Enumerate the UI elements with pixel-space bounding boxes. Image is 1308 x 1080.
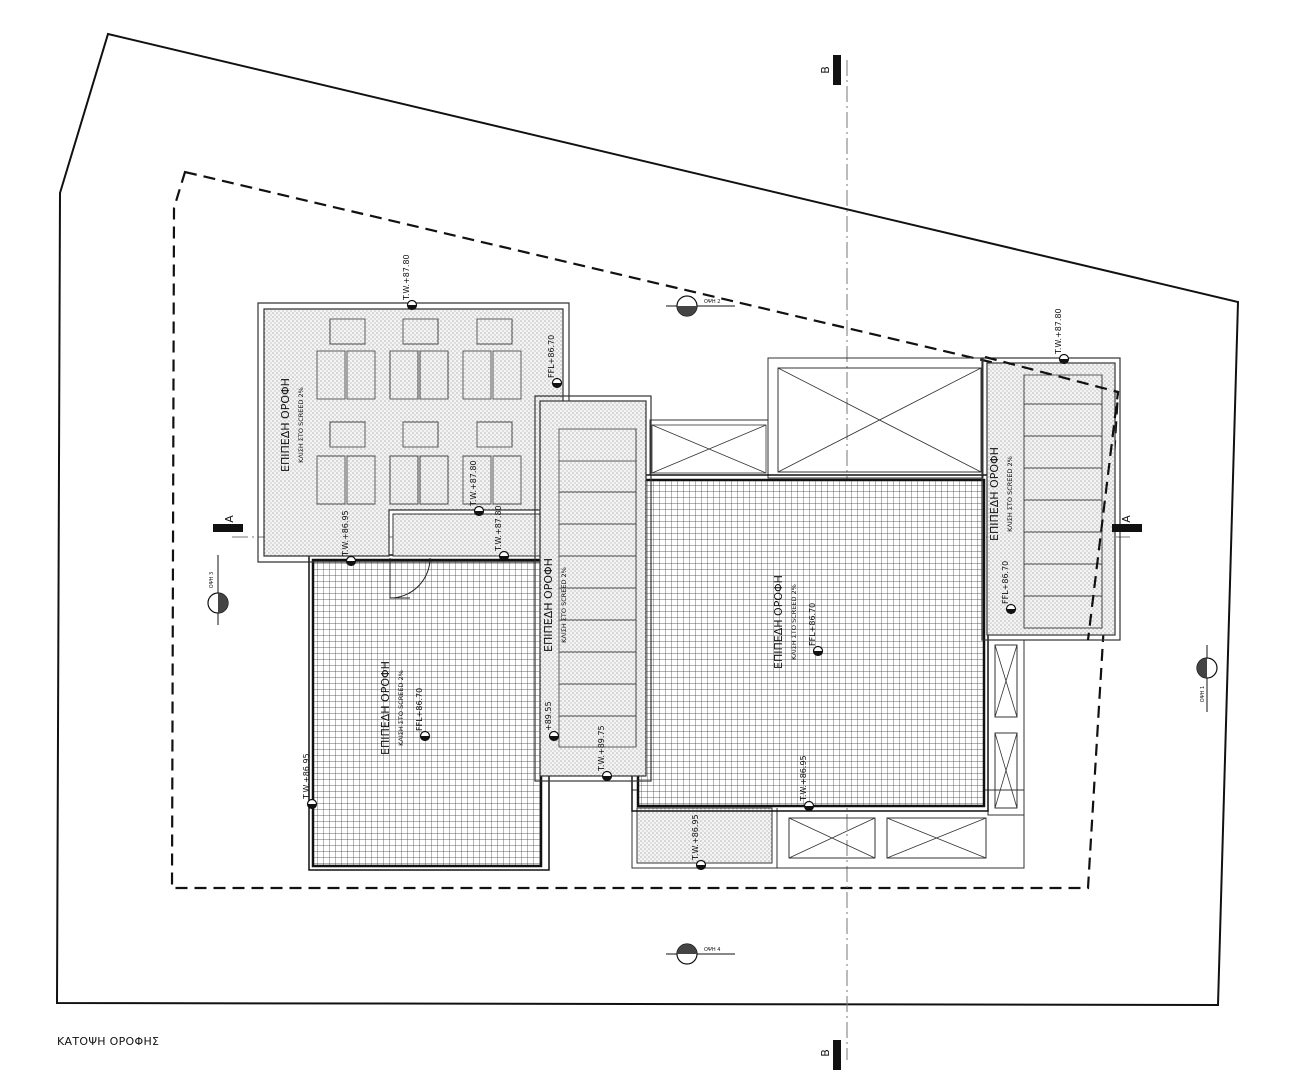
level-marker: FFL+86.70 — [1001, 561, 1017, 615]
void-box-right-1 — [994, 644, 1018, 718]
roof-strip-right — [986, 362, 1116, 636]
view-marker-4: ΟΨΗ 4 — [666, 943, 735, 965]
svg-text:T.W.+86.95: T.W.+86.95 — [799, 755, 808, 802]
svg-text:+89.55: +89.55 — [544, 701, 553, 731]
roof-strip-middle-outer — [534, 395, 652, 782]
level-marker: +89.55 — [544, 701, 560, 742]
roof-label-right-strip: ΕΠΙΠΕΔΗ ΟΡΟΦΗ ΚΛΙΣΗ ΣΤΟ SCREED 2% — [988, 447, 1014, 541]
void-box-right-2 — [994, 732, 1018, 809]
level-marker: T.W.+87.80 — [402, 254, 418, 311]
drawing-title: ΚΑΤΟΨΗ ΟΡΟΦΗΣ — [57, 1035, 160, 1048]
view-marker-3: ΟΨΗ 3 — [207, 555, 229, 625]
svg-text:FFL+86.70: FFL+86.70 — [808, 603, 817, 646]
svg-text:T.W.+87.80: T.W.+87.80 — [1054, 308, 1063, 355]
level-marker: FFL+86.70 — [808, 603, 824, 657]
svg-text:ΟΨΗ 3: ΟΨΗ 3 — [209, 572, 215, 588]
stair-treads-middle — [558, 428, 637, 748]
svg-text:T.W.+87.80: T.W.+87.80 — [402, 254, 411, 301]
void-box-upper-2 — [649, 419, 769, 476]
level-marker: T.W.+89.75 — [597, 725, 613, 782]
svg-text:T.W.+86.95: T.W.+86.95 — [691, 814, 700, 861]
level-marker: FFL+86.70 — [415, 688, 431, 742]
svg-text:A: A — [1120, 515, 1133, 523]
skylight-panels — [316, 318, 522, 505]
void-box-lower-1 — [788, 817, 876, 859]
svg-text:T.W.+86.95: T.W.+86.95 — [302, 753, 311, 800]
svg-text:T.W.+89.75: T.W.+89.75 — [597, 725, 606, 772]
roof-label-bottom-left: ΕΠΙΠΕΔΗ ΟΡΟΦΗ ΚΛΙΣΗ ΣΤΟ SCREED 2% — [379, 661, 405, 755]
upper-right-block — [767, 357, 984, 479]
level-marker: T.W.+87.80 — [469, 460, 485, 517]
plot-boundary — [55, 32, 1240, 1007]
svg-text:FFL+86.70: FFL+86.70 — [1001, 561, 1010, 604]
section-marker-b-bottom: B — [819, 1040, 841, 1070]
void-box-upper-1 — [777, 367, 982, 473]
svg-text:T.W.+86.95: T.W.+86.95 — [341, 510, 350, 557]
section-marker-a-left: A — [213, 515, 243, 532]
svg-text:ΕΠΙΠΕΔΗ ΟΡΟΦΗ: ΕΠΙΠΕΔΗ ΟΡΟΦΗ — [279, 378, 292, 472]
svg-text:ΕΠΙΠΕΔΗ ΟΡΟΦΗ: ΕΠΙΠΕΔΗ ΟΡΟΦΗ — [772, 575, 785, 669]
level-marker: T.W.+86.95 — [691, 814, 707, 871]
svg-text:ΕΠΙΠΕΔΗ ΟΡΟΦΗ: ΕΠΙΠΕΔΗ ΟΡΟΦΗ — [379, 661, 392, 755]
svg-text:FFL+86.70: FFL+86.70 — [547, 335, 556, 378]
view-marker-1: ΟΨΗ 1 — [1196, 645, 1218, 712]
level-marker: T.W.+86.95 — [302, 753, 318, 810]
roof-label-middle-strip: ΕΠΙΠΕΔΗ ΟΡΟΦΗ ΚΛΙΣΗ ΣΤΟ SCREED 2% — [542, 558, 568, 652]
level-marker: FFL+86.70 — [547, 335, 563, 389]
roof-grid-center — [636, 478, 986, 808]
section-marker-a-right: A — [1112, 515, 1142, 532]
svg-text:B: B — [819, 1049, 832, 1057]
level-marker: T.W.+87.80 — [1054, 308, 1070, 365]
svg-text:ΟΨΗ 1: ΟΨΗ 1 — [1200, 686, 1206, 702]
svg-text:ΚΛΙΣΗ ΣΤΟ SCREED 2%: ΚΛΙΣΗ ΣΤΟ SCREED 2% — [560, 567, 568, 643]
roof-strip-right-outer — [981, 357, 1121, 641]
level-marker: T.W.+86.95 — [799, 755, 815, 812]
roof-grid-left — [311, 558, 543, 868]
svg-text:FFL+86.70: FFL+86.70 — [415, 688, 424, 731]
stair-treads-right — [1023, 374, 1103, 629]
roof-label-top-left: ΕΠΙΠΕΔΗ ΟΡΟΦΗ ΚΛΙΣΗ ΣΤΟ SCREED 2% — [279, 378, 305, 472]
lower-right-dotted — [636, 807, 773, 864]
svg-text:ΚΛΙΣΗ ΣΤΟ SCREED 2%: ΚΛΙΣΗ ΣΤΟ SCREED 2% — [397, 670, 405, 746]
svg-text:T.W.+87.80: T.W.+87.80 — [494, 505, 503, 552]
roof-dotted-top-left — [263, 308, 564, 557]
level-marker: T.W.+87.80 — [494, 505, 510, 562]
svg-text:ΟΨΗ 2: ΟΨΗ 2 — [704, 299, 720, 305]
svg-text:A: A — [223, 515, 236, 523]
svg-text:B: B — [819, 66, 832, 74]
section-marker-b-top: B — [819, 55, 841, 85]
view-marker-2: ΟΨΗ 2 — [666, 295, 735, 317]
svg-text:ΚΛΙΣΗ ΣΤΟ SCREED 2%: ΚΛΙΣΗ ΣΤΟ SCREED 2% — [1006, 456, 1014, 532]
setback-line — [170, 170, 1120, 890]
svg-text:ΕΠΙΠΕΔΗ ΟΡΟΦΗ: ΕΠΙΠΕΔΗ ΟΡΟΦΗ — [988, 447, 1001, 541]
svg-text:ΚΛΙΣΗ ΣΤΟ SCREED 2%: ΚΛΙΣΗ ΣΤΟ SCREED 2% — [297, 387, 305, 463]
svg-text:T.W.+87.80: T.W.+87.80 — [469, 460, 478, 507]
roof-label-center: ΕΠΙΠΕΔΗ ΟΡΟΦΗ ΚΛΙΣΗ ΣΤΟ SCREED 2% — [772, 575, 798, 669]
void-box-lower-2 — [886, 817, 987, 859]
level-marker: T.W.+86.95 — [341, 510, 357, 567]
svg-text:ΟΨΗ 4: ΟΨΗ 4 — [704, 947, 720, 953]
svg-text:ΚΛΙΣΗ ΣΤΟ SCREED 2%: ΚΛΙΣΗ ΣΤΟ SCREED 2% — [790, 584, 798, 660]
svg-text:ΕΠΙΠΕΔΗ ΟΡΟΦΗ: ΕΠΙΠΕΔΗ ΟΡΟΦΗ — [542, 558, 555, 652]
